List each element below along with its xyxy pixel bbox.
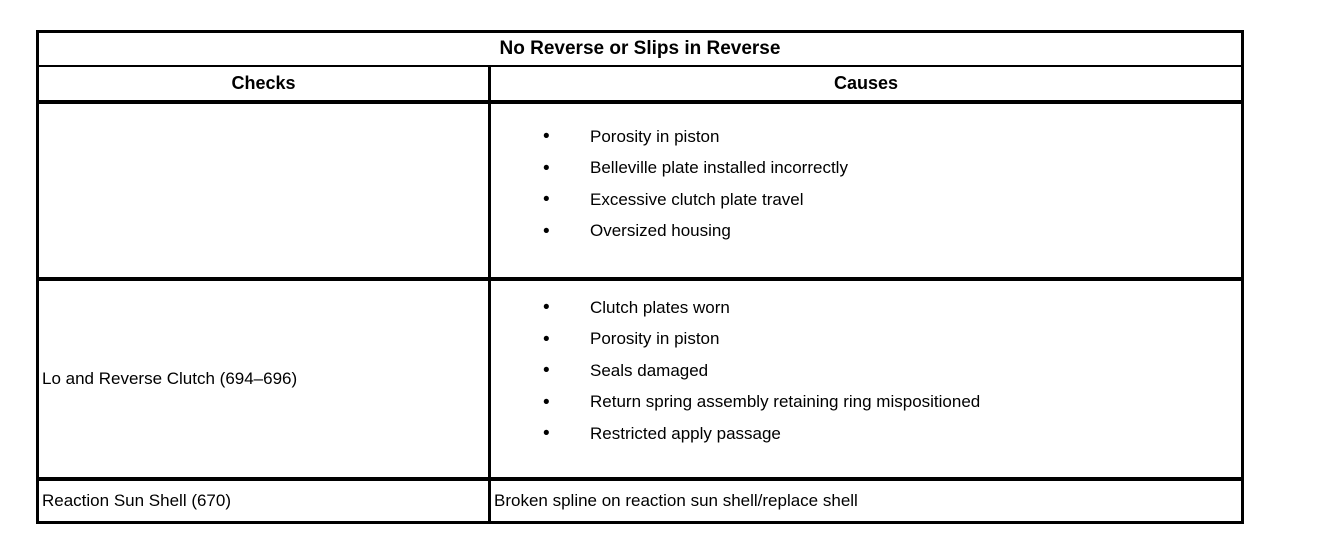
checks-cell: Reaction Sun Shell (670) <box>39 481 491 521</box>
cause-text: Excessive clutch plate travel <box>590 189 804 209</box>
table-header-row: Checks Causes <box>39 67 1241 104</box>
cause-text: Seals damaged <box>590 360 709 380</box>
list-item: • Restricted apply passage <box>491 418 1241 450</box>
table-row: • Porosity in piston • Belleville plate … <box>39 104 1241 281</box>
column-header-causes: Causes <box>833 73 899 93</box>
list-item: • Clutch plates worn <box>491 292 1241 324</box>
cause-text: Restricted apply passage <box>590 423 781 443</box>
bullet-icon: • <box>543 157 550 179</box>
table-row: Lo and Reverse Clutch (694–696) • Clutch… <box>39 281 1241 481</box>
causes-list: • Porosity in piston • Belleville plate … <box>491 104 1241 247</box>
cause-text: Porosity in piston <box>590 329 720 349</box>
table-title: No Reverse or Slips in Reverse <box>39 33 1241 67</box>
cause-text: Return spring assembly retaining ring mi… <box>590 392 981 412</box>
bullet-icon: • <box>543 126 550 148</box>
bullet-icon: • <box>543 328 550 350</box>
table-row: Reaction Sun Shell (670) Broken spline o… <box>39 481 1241 521</box>
checks-value: Lo and Reverse Clutch (694–696) <box>42 369 298 388</box>
bullet-icon: • <box>543 220 550 242</box>
column-header-checks: Checks <box>39 67 491 100</box>
list-item: • Belleville plate installed incorrectly <box>491 153 1241 185</box>
cause-text: Belleville plate installed incorrectly <box>590 158 848 178</box>
list-item: • Porosity in piston <box>491 324 1241 356</box>
cause-text: Oversized housing <box>590 221 731 241</box>
bullet-icon: • <box>543 423 550 445</box>
checks-cell: Lo and Reverse Clutch (694–696) <box>39 281 491 477</box>
list-item: • Seals damaged <box>491 355 1241 387</box>
list-item: • Porosity in piston <box>491 121 1241 153</box>
list-item: • Excessive clutch plate travel <box>491 184 1241 216</box>
causes-list: • Clutch plates worn • Porosity in pisto… <box>491 281 1241 450</box>
causes-cell: • Porosity in piston • Belleville plate … <box>491 104 1241 277</box>
causes-value: Broken spline on reaction sun shell/repl… <box>494 491 858 510</box>
bullet-icon: • <box>543 391 550 413</box>
causes-cell: • Clutch plates worn • Porosity in pisto… <box>491 281 1241 477</box>
cause-text: Clutch plates worn <box>590 297 730 317</box>
checks-value: Reaction Sun Shell (670) <box>42 491 232 510</box>
bullet-icon: • <box>543 189 550 211</box>
checks-cell <box>39 104 491 277</box>
cause-text: Porosity in piston <box>590 126 720 146</box>
causes-cell: Broken spline on reaction sun shell/repl… <box>491 481 1241 521</box>
bullet-icon: • <box>543 360 550 382</box>
list-item: • Return spring assembly retaining ring … <box>491 387 1241 419</box>
bullet-icon: • <box>543 297 550 319</box>
troubleshooting-table: No Reverse or Slips in Reverse Checks Ca… <box>36 30 1244 524</box>
list-item: • Oversized housing <box>491 216 1241 248</box>
